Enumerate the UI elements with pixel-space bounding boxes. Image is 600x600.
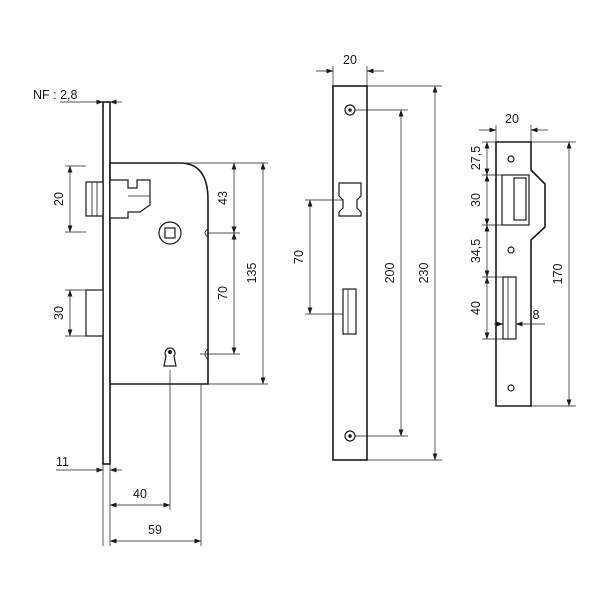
faceplate-width-label: 20 [343,53,357,67]
strike-gap-label: 34,5 [469,239,483,263]
dead-bolt [85,289,104,337]
faceplate-screw-top [344,104,356,116]
backset-label: 40 [133,487,147,501]
case-notch-upper [204,228,209,238]
strike-bolt-slot [502,276,517,340]
faceplate-screw-bottom [344,430,356,442]
faceplate-bolt-opening [342,288,357,335]
faceplate-dimensions: 20 70 200 230 [292,53,442,461]
faceplate-view [332,85,368,461]
forend-plate [102,101,111,465]
deadbolt-height-label: 30 [52,306,66,320]
nf-thickness-label: NF : 2,8 [33,88,78,102]
case-depth-label: 59 [148,523,162,537]
strike-plate-dimensions: 20 27,5 30 34,5 40 8 170 [469,112,576,407]
faceplate-length-label: 230 [417,263,431,284]
faceplate [332,85,368,461]
lock-body-dimensions: NF : 2,8 20 30 43 70 135 11 [33,88,268,546]
keyhole-center [168,350,172,354]
faceplate-spacing-label: 70 [292,250,306,264]
latch-bolt [85,179,151,219]
strike-width-label: 20 [505,112,519,126]
strike-depth-label: 8 [533,308,540,322]
strike-bolt-slot-label: 40 [469,301,483,315]
faceplate-screw-centers-label: 200 [383,263,397,284]
strike-plate-view [495,141,546,407]
strike-screw-top [507,155,515,163]
forend-offset-label: 11 [56,455,69,469]
faceplate-latch-opening [338,182,362,217]
spindle-to-keyhole-label: 70 [216,286,230,300]
case-height-label: 135 [245,263,259,284]
strike-screw-bottom [507,384,515,392]
strike-screw-middle [507,246,515,254]
spindle-from-top-label: 43 [216,191,230,205]
strike-length-label: 170 [551,264,565,285]
keyhole-icon [163,347,177,367]
strike-latch-slot-label: 30 [469,193,483,207]
latch-height-label: 20 [52,192,66,206]
spindle-follower [158,221,182,245]
strike-top-offset-label: 27,5 [469,146,483,170]
lock-body-view [85,101,209,465]
